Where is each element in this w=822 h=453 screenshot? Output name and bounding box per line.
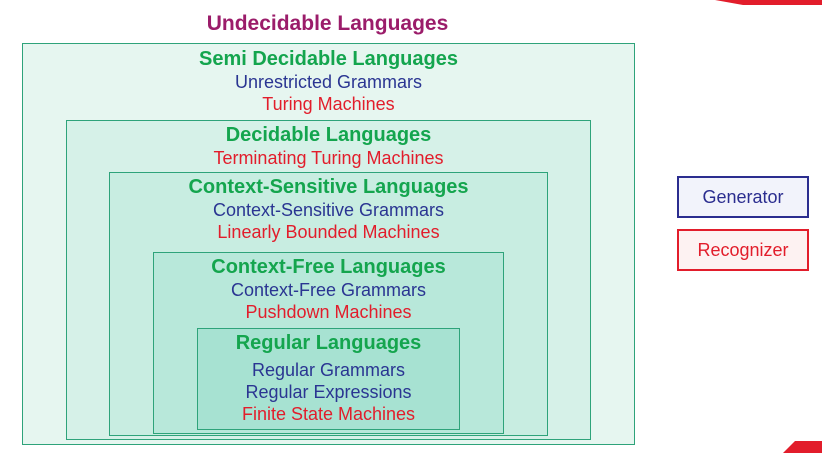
semi-decidable-recognizer: Turing Machines [262,94,395,114]
context-sensitive-generator: Context-Sensitive Grammars [212,200,445,220]
context-free-heading: Context-Free Languages [211,256,446,278]
semi-decidable-generator: Unrestricted Grammars [234,72,423,92]
regular-heading: Regular Languages [235,332,422,354]
regular-box: Regular Languages Regular Grammars Regul… [197,328,460,430]
legend-generator: Generator [677,176,809,218]
regular-generator-grammars: Regular Grammars [251,360,406,380]
context-sensitive-heading: Context-Sensitive Languages [188,176,469,198]
corner-decoration-bottom [783,441,822,453]
semi-decidable-heading: Semi Decidable Languages [199,48,458,70]
context-sensitive-recognizer: Linearly Bounded Machines [217,222,440,242]
decidable-recognizer: Terminating Turing Machines [213,148,444,168]
legend-recognizer: Recognizer [677,229,809,271]
context-free-generator: Context-Free Grammars [230,280,427,300]
regular-recognizer: Finite State Machines [241,404,416,424]
regular-generator-expressions: Regular Expressions [245,382,412,402]
diagram-title: Undecidable Languages [206,12,449,35]
decidable-heading: Decidable Languages [225,124,432,146]
corner-decoration-top [715,0,822,5]
context-free-recognizer: Pushdown Machines [245,302,412,322]
